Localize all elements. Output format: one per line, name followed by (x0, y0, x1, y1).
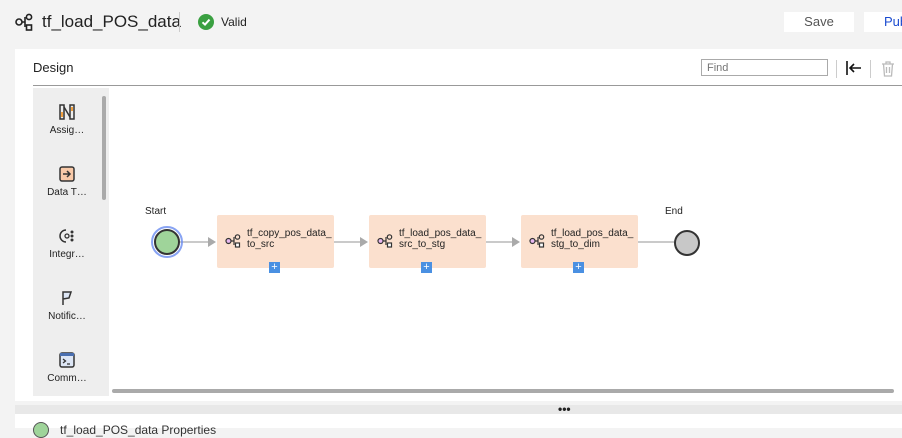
task-node[interactable]: tf_load_pos_data_stg_to_dim + (521, 215, 638, 273)
taskflow-icon (529, 234, 545, 248)
palette-item-command[interactable]: Comm… (33, 352, 101, 384)
end-label: End (665, 206, 683, 217)
end-event[interactable] (672, 228, 702, 258)
palette-item-label: Notific… (48, 311, 86, 322)
divider (33, 85, 902, 86)
find-input[interactable] (701, 59, 828, 76)
trash-icon[interactable] (880, 60, 896, 78)
taskflow-icon (377, 234, 393, 248)
palette-item-label: Comm… (47, 373, 87, 384)
check-circle-icon (198, 14, 214, 30)
save-button[interactable]: Save (784, 12, 854, 32)
divider (870, 60, 871, 78)
start-label: Start (145, 206, 167, 217)
palette-scrollbar[interactable] (102, 96, 106, 200)
divider (179, 12, 180, 32)
taskflow-icon (15, 13, 33, 31)
palette-item-label: Integr… (49, 249, 85, 260)
publish-button[interactable]: Publish (864, 12, 902, 32)
more-icon[interactable]: ••• (558, 402, 571, 416)
divider (836, 60, 837, 78)
task-node-label: tf_copy_pos_data_to_src (247, 228, 332, 250)
add-icon[interactable]: + (421, 262, 432, 273)
canvas-scrollbar[interactable] (112, 389, 894, 393)
palette-item-label: Data T… (47, 187, 87, 198)
palette: Assig… Data T… Integr… Notific… Comm… (33, 88, 109, 396)
command-icon (59, 352, 75, 368)
panel-splitter[interactable] (15, 405, 902, 414)
palette-item-data-task[interactable]: Data T… (33, 166, 101, 198)
task-node-label: tf_load_pos_data_src_to_stg (399, 228, 482, 250)
start-event[interactable] (150, 225, 184, 259)
taskflow-title: tf_load_POS_data (42, 12, 181, 31)
design-title: Design (33, 60, 74, 75)
collapse-left-icon[interactable] (845, 60, 863, 76)
palette-item-notification[interactable]: Notific… (33, 290, 101, 322)
properties-panel (15, 414, 902, 428)
taskflow-icon (225, 234, 241, 248)
task-node[interactable]: tf_load_pos_data_src_to_stg + (369, 215, 486, 273)
data-task-icon (59, 166, 75, 182)
task-node[interactable]: tf_copy_pos_data_to_src + (217, 215, 334, 273)
add-icon[interactable]: + (269, 262, 280, 273)
palette-item-assignment[interactable]: Assig… (33, 104, 101, 136)
add-icon[interactable]: + (573, 262, 584, 273)
integration-icon (59, 229, 74, 243)
flow-connectors (180, 237, 674, 247)
properties-title: tf_load_POS_data Properties (60, 423, 217, 437)
assignment-icon (59, 104, 75, 120)
flag-icon (62, 291, 73, 305)
palette-item-integration[interactable]: Integr… (33, 228, 101, 260)
validation-status: Valid (221, 15, 247, 29)
status-icon (33, 422, 49, 438)
palette-item-label: Assig… (49, 125, 85, 136)
task-node-label: tf_load_pos_data_stg_to_dim (551, 228, 634, 250)
